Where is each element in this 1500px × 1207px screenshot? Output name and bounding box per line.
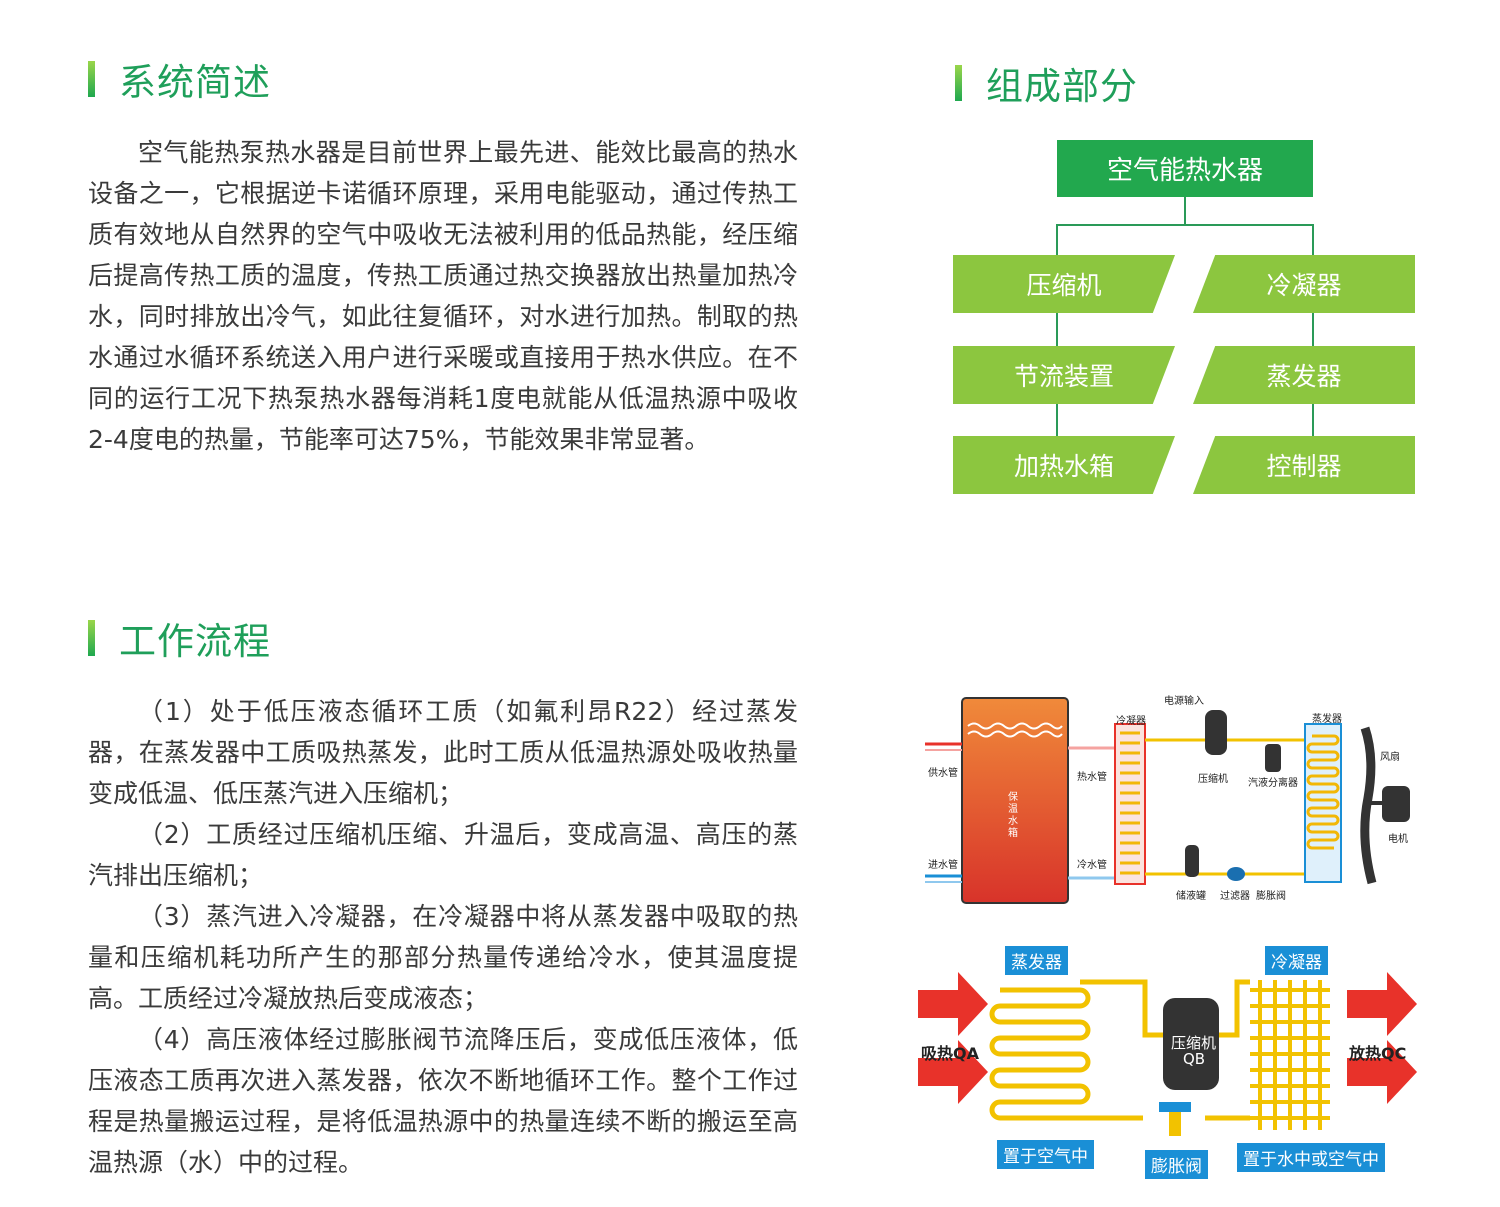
label-in-air: 置于空气中 (997, 1140, 1094, 1169)
label-evaporator: 蒸发器 (1005, 946, 1068, 975)
heading-bar (88, 61, 95, 97)
expansion-valve-stem (1169, 1112, 1181, 1136)
connector (1312, 403, 1314, 437)
label-tank: 保温水箱 (1008, 792, 1018, 839)
label-filter: 过滤器 (1220, 891, 1250, 902)
fan-blade (1360, 726, 1377, 885)
workflow-heading: 工作流程 (88, 611, 271, 665)
system-schematic: 供水管 进水管 保温水箱 热水管 冷水管 冷凝器 电源输入 压缩机 汽液分离器 … (920, 688, 1420, 910)
label-cold-pipe: 冷水管 (1077, 860, 1107, 871)
heading-bar (88, 620, 95, 656)
components-chart: 空气能热水器 压缩机 节流装置 加热水箱 冷凝器 蒸发器 控制器 (945, 135, 1425, 505)
compressor-shape (1163, 998, 1219, 1090)
overview-title: 系统简述 (119, 61, 271, 104)
workflow-step-4: （4）高压液体经过膨胀阀节流降压后，变成低压液体，低压液态工质再次进入蒸发器，依… (88, 1025, 798, 1177)
label-expansion: 膨胀阀 (1256, 891, 1286, 902)
evaporator-coil (989, 987, 1091, 1121)
heading-bar (955, 65, 962, 101)
heat-out-arrow (1347, 972, 1417, 1036)
schematic-graphic (925, 697, 1410, 904)
label-receiver: 储液罐 (1176, 891, 1206, 902)
overview-heading: 系统简述 (88, 52, 271, 106)
evaporator-shape (1304, 723, 1342, 883)
label-inlet-pipe: 进水管 (928, 860, 958, 871)
filter-shape (1227, 867, 1245, 881)
org-root: 空气能热水器 (1057, 140, 1313, 197)
workflow-step-2: （2）工质经过压缩机压缩、升温后，变成高温、高压的蒸汽排出压缩机； (88, 820, 798, 890)
label-expansion-valve: 膨胀阀 (1145, 1150, 1208, 1179)
evaporator-coil (1306, 734, 1340, 850)
label-compressor: 压缩机 (1171, 1034, 1217, 1052)
org-node-tank: 加热水箱 (953, 436, 1175, 494)
connector (1312, 224, 1314, 256)
label-in-water-or-air: 置于水中或空气中 (1237, 1143, 1385, 1172)
heat-out-arrow (1347, 1040, 1417, 1104)
org-node-compressor: 压缩机 (953, 255, 1175, 313)
label-compressor-qb: QB (1183, 1050, 1206, 1068)
workflow-step-3: （3）蒸汽进入冷凝器，在冷凝器中将从蒸发器中吸取的热量和压缩机耗功所产生的那部分… (88, 902, 798, 1013)
label-supply-pipe: 供水管 (928, 768, 958, 779)
workflow-step-1: （1）处于低压液态循环工质（如氟利昂R22）经过蒸发器，在蒸发器中工质吸热蒸发，… (88, 697, 798, 808)
water-wave (967, 722, 1063, 730)
connector (1056, 224, 1314, 226)
cycle-graphic (918, 972, 1417, 1136)
heat-in-arrow (918, 972, 988, 1036)
label-condenser: 冷凝器 (1265, 946, 1328, 975)
connector (1056, 224, 1058, 256)
water-wave (967, 730, 1063, 738)
connector (1056, 313, 1058, 347)
workflow-title: 工作流程 (119, 620, 271, 663)
heat-in-arrow (918, 1040, 988, 1104)
label-hot-pipe: 热水管 (1077, 772, 1107, 783)
receiver-shape (1185, 845, 1199, 877)
org-node-controller: 控制器 (1193, 436, 1415, 494)
expansion-valve-shape (1159, 1102, 1191, 1112)
connector (1312, 313, 1314, 347)
org-node-evaporator: 蒸发器 (1193, 346, 1415, 404)
condenser-grid (1250, 980, 1330, 1130)
components-heading: 组成部分 (955, 56, 1138, 110)
overview-paragraph: 空气能热泵热水器是目前世界上最先进、能效比最高的热水设备之一，它根据逆卡诺循环原… (88, 138, 798, 454)
label-absorb-heat: 吸热QA (921, 1044, 979, 1063)
org-node-condenser: 冷凝器 (1193, 255, 1415, 313)
condenser-coil (1120, 731, 1140, 875)
label-compressor: 压缩机 (1198, 774, 1228, 785)
workflow-text: （1）处于低压液态循环工质（如氟利昂R22）经过蒸发器，在蒸发器中工质吸热蒸发，… (88, 691, 798, 1183)
label-motor: 电机 (1388, 834, 1408, 845)
components-title: 组成部分 (986, 65, 1138, 108)
flow-line (1080, 979, 1163, 1038)
refrigerant-line (1145, 738, 1320, 876)
motor-shape (1382, 786, 1410, 822)
label-evaporator: 蒸发器 (1312, 714, 1342, 725)
cycle-diagram: 蒸发器 冷凝器 吸热QA 放热QC 压缩机 QB 置于空气中 膨胀阀 置于水中或… (915, 940, 1420, 1180)
separator-shape (1265, 744, 1281, 772)
tank-shape (961, 697, 1069, 904)
label-fan: 风扇 (1380, 752, 1400, 763)
connector (1056, 403, 1058, 437)
flow-line (1217, 979, 1250, 1038)
compressor-shape (1205, 710, 1227, 755)
label-condenser: 冷凝器 (1116, 716, 1146, 727)
connector (1184, 197, 1186, 225)
label-separator: 汽液分离器 (1248, 778, 1298, 789)
label-release-heat: 放热QC (1349, 1044, 1407, 1063)
org-node-throttle: 节流装置 (953, 346, 1175, 404)
label-power-input: 电源输入 (1164, 696, 1204, 707)
overview-text: 空气能热泵热水器是目前世界上最先进、能效比最高的热水设备之一，它根据逆卡诺循环原… (88, 132, 798, 460)
